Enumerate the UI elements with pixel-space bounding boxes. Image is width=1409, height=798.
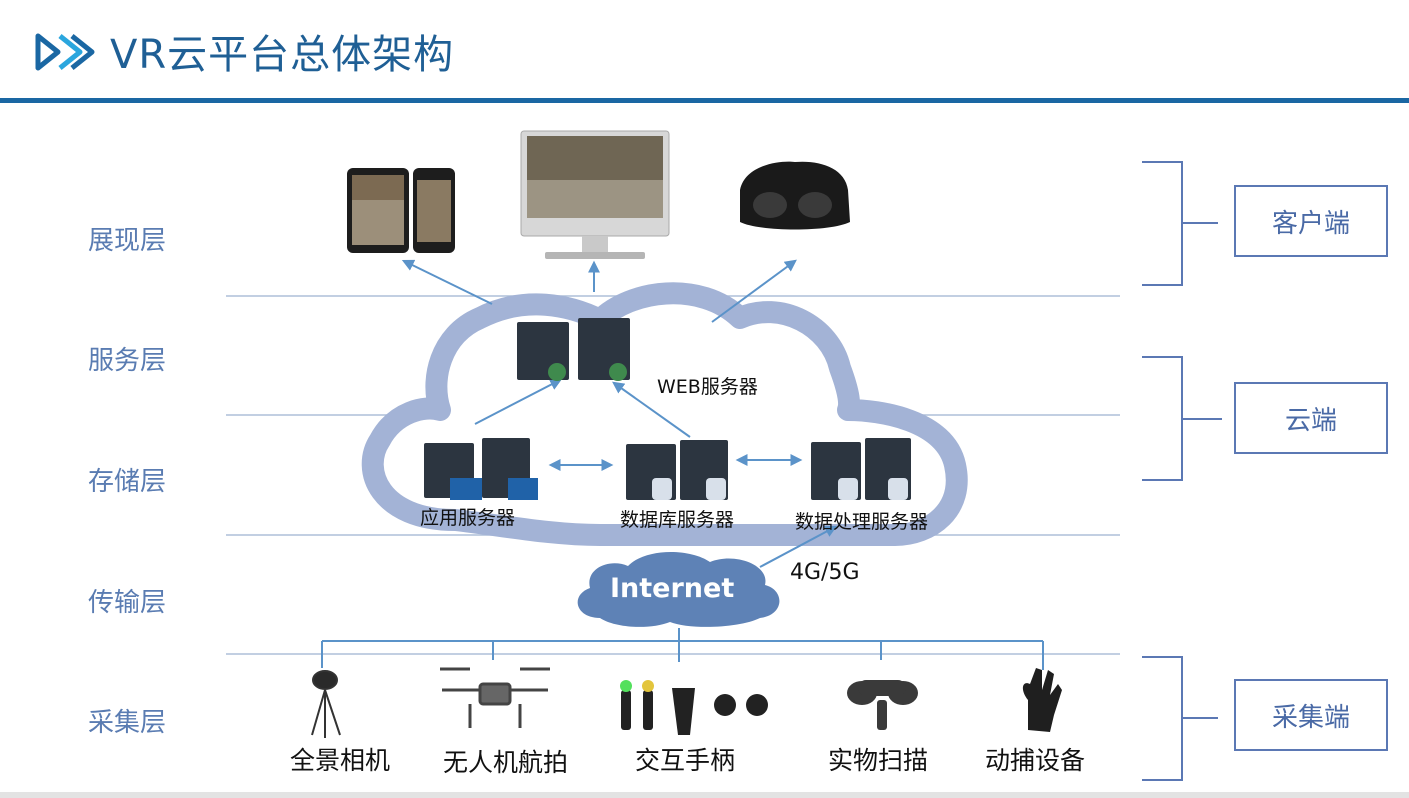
- mobile-network-label: 4G/5G: [790, 560, 860, 585]
- side-box-collect: 采集端: [1234, 679, 1388, 751]
- bottom-rule: [0, 792, 1409, 798]
- layer-label-storage: 存储层: [88, 467, 167, 497]
- device-label-panoramic-camera: 全景相机: [290, 746, 391, 775]
- app-server-icon: [424, 438, 538, 500]
- mocap-glove-icon: [1022, 668, 1062, 732]
- monitor-icon: [520, 130, 670, 259]
- db-server-icon: [626, 440, 728, 500]
- controller-icon: [620, 680, 768, 735]
- layer-label-collection: 采集层: [88, 708, 167, 738]
- scanner-icon: [847, 680, 918, 730]
- side-box-client: 客户端: [1234, 185, 1388, 257]
- processing-server-label: 数据处理服务器: [795, 511, 929, 533]
- chevron-icon: [35, 33, 95, 71]
- layer-label-transport: 传输层: [88, 588, 167, 618]
- bracket-cloud: [1142, 356, 1222, 481]
- flow-arrows: [401, 259, 838, 568]
- app-server-label: 应用服务器: [420, 507, 516, 529]
- page-title: VR云平台总体架构: [110, 32, 455, 78]
- header-rule: [0, 98, 1409, 103]
- phone-icon: [413, 168, 455, 253]
- bracket-client: [1142, 161, 1218, 286]
- vr-headset-icon: [740, 161, 850, 230]
- db-server-label: 数据库服务器: [620, 509, 735, 531]
- device-label-mocap: 动捕设备: [985, 746, 1086, 775]
- processing-server-icon: [811, 438, 911, 500]
- internet-label: Internet: [610, 573, 735, 604]
- device-label-scanner: 实物扫描: [828, 746, 929, 775]
- side-box-cloud: 云端: [1234, 382, 1388, 454]
- web-server-label: WEB服务器: [657, 376, 758, 398]
- drone-icon: [440, 667, 550, 728]
- tablet-icon: [347, 168, 409, 253]
- device-bus: [321, 628, 1044, 670]
- internet-cloud-icon: [577, 551, 780, 627]
- web-server-icon: [517, 318, 630, 381]
- bracket-collect: [1142, 656, 1218, 781]
- device-label-controller: 交互手柄: [635, 746, 736, 775]
- panoramic-camera-icon: [311, 670, 341, 738]
- device-label-drone: 无人机航拍: [443, 748, 569, 777]
- layer-label-presentation: 展现层: [88, 226, 167, 256]
- layer-label-service: 服务层: [88, 346, 167, 376]
